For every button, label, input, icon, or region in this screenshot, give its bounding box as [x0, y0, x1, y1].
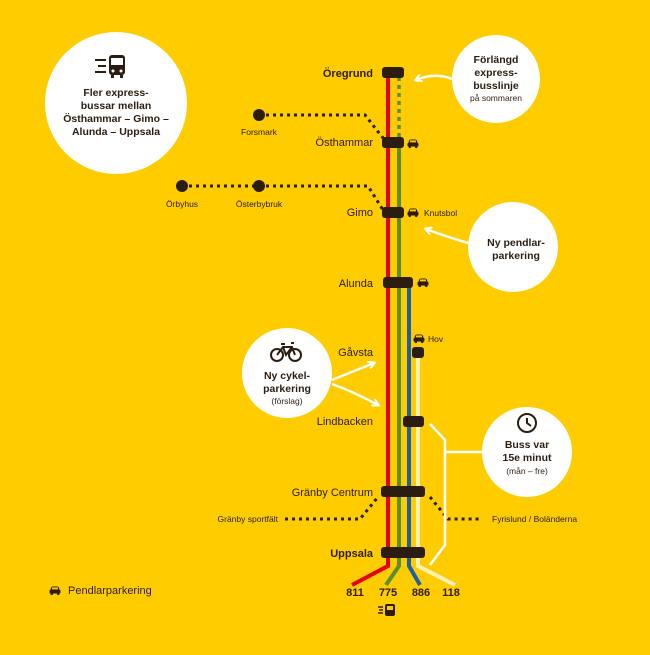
- callout-express: Fler express- bussar mellan Östhammar – …: [45, 32, 187, 174]
- feeder-connections: [182, 77, 480, 521]
- line-number-775: 775: [379, 587, 397, 599]
- cykel-line-2: parkering: [263, 383, 311, 395]
- place-orbyhus: Örbyhus: [166, 199, 198, 209]
- express-bus-icon: [378, 604, 395, 616]
- car-icon: [407, 139, 419, 149]
- station-stops: [381, 67, 425, 558]
- express-bus-icon: [95, 55, 125, 78]
- cykel-sub: (förslag): [271, 396, 302, 406]
- place-dots: [176, 109, 265, 192]
- express-line-1: Fler express-: [83, 87, 149, 99]
- cykel-line-1: Ny cykel-: [264, 370, 311, 382]
- extended-sub: på sommaren: [470, 93, 522, 103]
- car-icon: [413, 334, 425, 344]
- clock-icon: [517, 413, 537, 433]
- car-icon: [417, 278, 429, 288]
- place-osterbybruk: Österbybruk: [236, 199, 283, 209]
- pendlar-line-2: parkering: [492, 250, 540, 262]
- station-gavsta: Gåvsta: [338, 347, 374, 359]
- extended-line-3: busslinje: [473, 80, 519, 92]
- express-line-2: bussar mellan: [81, 100, 152, 112]
- orbyhus-dot: [176, 180, 188, 192]
- stop-osthammar: [382, 137, 404, 148]
- line-811: [351, 77, 390, 587]
- frequency-sub: (mån – fre): [506, 466, 548, 476]
- callout-pendlar: Ny pendlar- parkering: [426, 202, 558, 292]
- station-gimo: Gimo: [347, 207, 373, 219]
- stop-granby-centrum: [381, 486, 425, 497]
- stop-hov: [412, 347, 424, 358]
- line-number-811: 811: [346, 587, 364, 599]
- callout-frequency: Buss var 15e minut (mån – fre): [482, 407, 572, 497]
- osterbybruk-dot: [253, 180, 265, 192]
- extended-line-1: Förlängd: [474, 54, 519, 66]
- legend-label: Pendlarparkering: [68, 585, 152, 597]
- express-line-3: Östhammar – Gimo –: [63, 112, 169, 125]
- callout-extended: Förlängd express- busslinje på sommaren: [416, 35, 540, 123]
- stop-uppsala: [381, 547, 425, 558]
- forsmark-dot: [253, 109, 265, 121]
- extended-line-2: express-: [474, 67, 518, 79]
- bicycle-icon: [270, 342, 302, 362]
- car-icon: [407, 208, 419, 218]
- line-886: [407, 278, 422, 587]
- station-uppsala: Uppsala: [330, 548, 374, 560]
- stop-alunda: [383, 277, 413, 288]
- fyrislund-connection: [428, 496, 480, 521]
- station-lindbacken: Lindbacken: [317, 416, 373, 428]
- forsmark-connection: [259, 113, 385, 139]
- station-granby-centrum: Gränby Centrum: [292, 487, 373, 499]
- stop-oregrund: [382, 67, 404, 78]
- stop-lindbacken: [403, 416, 424, 427]
- station-hov: Hov: [428, 334, 444, 344]
- line-number-118: 118: [442, 587, 460, 599]
- frequency-bracket: [429, 423, 482, 566]
- station-alunda: Alunda: [339, 278, 374, 290]
- place-forsmark: Forsmark: [241, 127, 278, 137]
- frequency-line-1: Buss var: [505, 439, 549, 451]
- station-oregrund: Öregrund: [323, 67, 373, 80]
- line-number-886: 886: [412, 587, 430, 599]
- place-knutsbol: Knutsbol: [424, 208, 457, 218]
- pendlar-line-1: Ny pendlar-: [487, 237, 545, 249]
- granby-sportfalt-connection: [285, 496, 380, 521]
- express-line-4: Alunda – Uppsala: [72, 126, 160, 138]
- callout-cykel: Ny cykel- parkering (förslag): [242, 328, 378, 418]
- stop-gimo: [382, 207, 404, 218]
- place-granby-sportfalt: Gränby sportfält: [218, 514, 279, 524]
- orbyhus-connection: [182, 184, 385, 211]
- car-icon: [49, 586, 61, 596]
- place-fyrislund: Fyrislund / Boländerna: [492, 514, 577, 524]
- station-osthammar: Östhammar: [316, 137, 374, 149]
- frequency-line-2: 15e minut: [502, 452, 552, 464]
